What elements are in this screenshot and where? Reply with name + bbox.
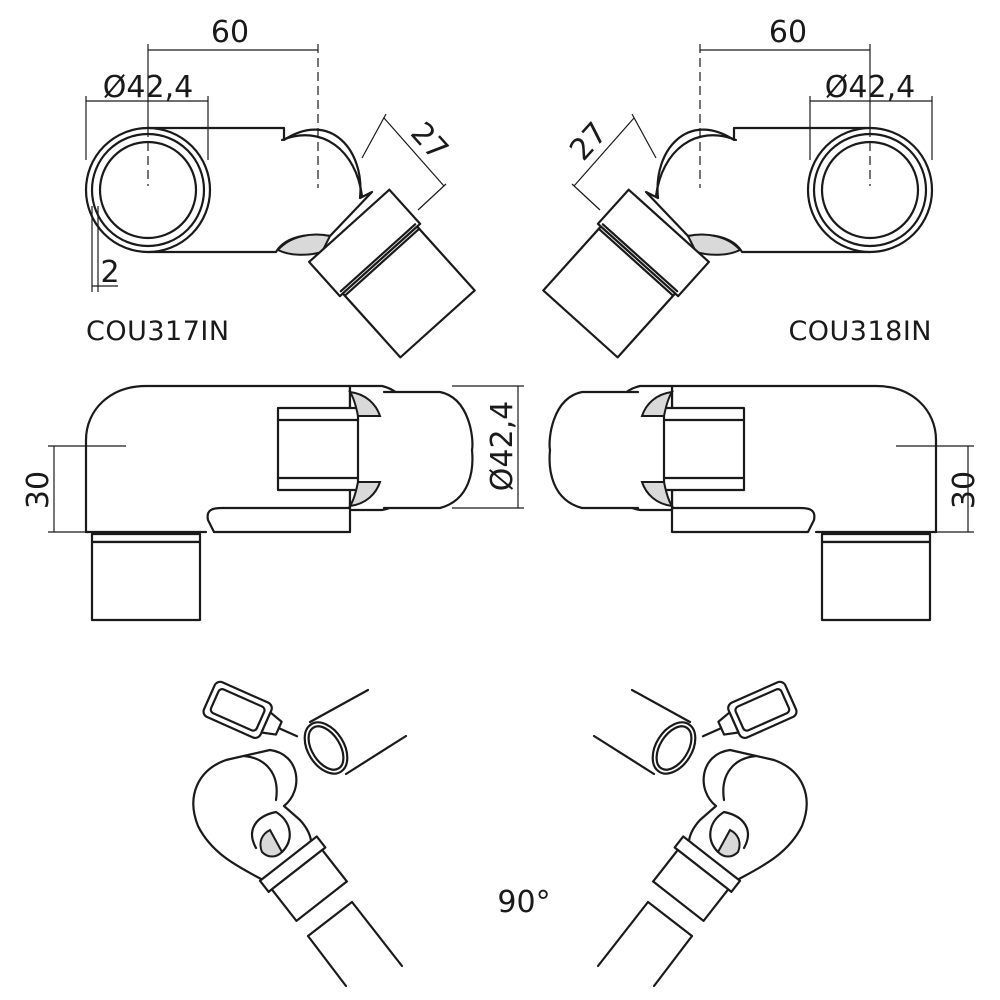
right-dim-27: 27 [563, 116, 615, 168]
right-side-view [548, 384, 974, 622]
left-top-view: 60 Ø42,4 27 2 COU317IN [84, 15, 476, 359]
right-top-view [542, 44, 934, 359]
left-product-code: COU317IN [86, 316, 230, 347]
right-dim-diameter: Ø42,4 [825, 70, 915, 105]
right-assembly [592, 680, 808, 988]
left-dim-diameter: Ø42,4 [103, 70, 193, 105]
left-dim-side-diameter: Ø42,4 [485, 401, 520, 491]
left-dim-30: 30 [21, 471, 56, 509]
left-dim-27: 27 [403, 116, 455, 168]
left-side-view: 30 Ø42,4 [21, 384, 524, 622]
left-assembly [192, 680, 408, 988]
left-dim-2: 2 [100, 255, 119, 290]
left-dim-60: 60 [211, 15, 249, 50]
right-product-code: COU318IN [788, 316, 932, 347]
right-dim-30: 30 [947, 471, 982, 509]
right-dim-60: 60 [769, 15, 807, 50]
assembly-angle-label: 90° [497, 885, 550, 920]
right-top-labels: 60 Ø42,4 27 COU318IN [563, 15, 932, 347]
